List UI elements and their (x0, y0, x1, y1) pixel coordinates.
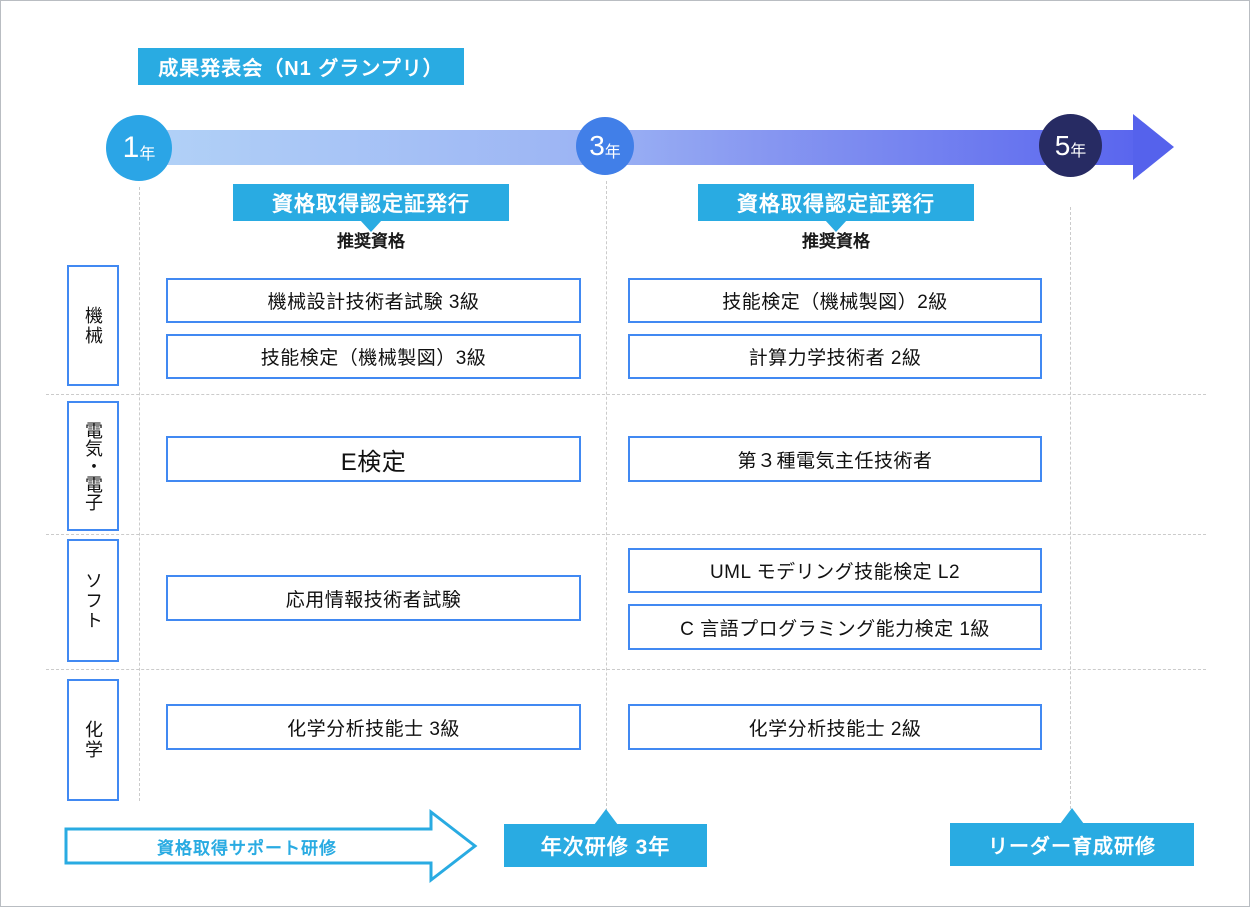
category-label-chemistry: 化学 (67, 679, 119, 801)
cert-box: 機械設計技術者試験 3級 (166, 278, 581, 323)
support-training-label: 資格取得サポート研修 (157, 838, 337, 858)
category-label-electric: 電気・電子 (67, 401, 119, 531)
cert-box: 計算力学技術者 2級 (628, 334, 1042, 379)
grid-vline-3year (606, 181, 607, 811)
timeline-bar (141, 130, 1134, 165)
cert-box: 化学分析技能士 2級 (628, 704, 1042, 750)
cert-box: 技能検定（機械製図）2級 (628, 278, 1042, 323)
milestone-number: 3 (589, 130, 605, 161)
leader-training-badge: リーダー育成研修 (950, 823, 1194, 866)
cert-box: C 言語プログラミング能力検定 1級 (628, 604, 1042, 650)
category-label-mechanical: 機械 (67, 265, 119, 386)
timeline-arrowhead-icon (1133, 114, 1174, 180)
milestone-number: 1 (122, 131, 140, 164)
cert-box: 第３種電気主任技術者 (628, 436, 1042, 482)
support-training-arrow-icon (64, 808, 478, 884)
grid-vline-1year (139, 187, 140, 801)
milestone-unit: 年 (604, 143, 621, 161)
milestone-unit: 年 (139, 145, 156, 163)
title-badge: 成果発表会（N1 グランプリ） (138, 48, 464, 85)
cert-issue-badge-left: 資格取得認定証発行 (233, 184, 509, 221)
grid-hline-row3 (46, 669, 1206, 670)
grid-hline-row1 (46, 394, 1206, 395)
cert-issue-badge-right: 資格取得認定証発行 (698, 184, 974, 221)
category-label-software: ソフト (67, 539, 119, 662)
recommended-qualifications-label-right: 推奨資格 (802, 232, 870, 251)
milestone-number: 5 (1054, 129, 1071, 161)
cert-box: 化学分析技能士 3級 (166, 704, 581, 750)
milestone-unit: 年 (1070, 143, 1087, 160)
cert-box: E検定 (166, 436, 581, 482)
annual-training-badge: 年次研修 3年 (504, 824, 707, 867)
grid-hline-row2 (46, 534, 1206, 535)
cert-box: 応用情報技術者試験 (166, 575, 581, 621)
recommended-qualifications-label-left: 推奨資格 (337, 232, 405, 251)
cert-box: UML モデリング技能検定 L2 (628, 548, 1042, 593)
grid-vline-5year (1070, 207, 1071, 809)
cert-box: 技能検定（機械製図）3級 (166, 334, 581, 379)
